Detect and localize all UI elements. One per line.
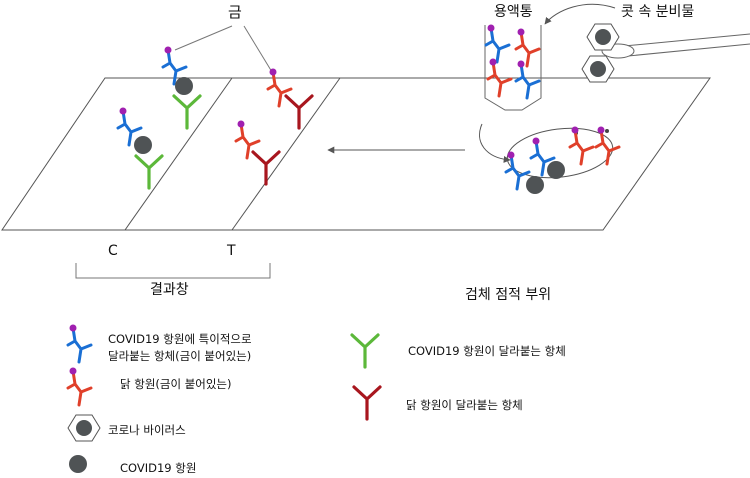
result-window-divider-mid: [231, 77, 341, 231]
c-line-covid-antigen: [175, 77, 193, 95]
nasal-secretion-label: 콧 속 분비물: [621, 4, 695, 20]
test-line-label: T: [227, 243, 236, 259]
legend-covid-gold-antibody-line2: 달라붙는 항체(금이 붙어있는): [108, 349, 252, 363]
gold-particle: [597, 126, 605, 134]
control-line-label: C: [108, 243, 118, 259]
legend-antigen-icon: [69, 455, 87, 473]
legend-chicken-capture-antibody: 닭 항원이 달라붙는 항체: [406, 398, 523, 412]
mixture-dot: [605, 129, 609, 133]
t-line-capture-antibody: [251, 150, 281, 186]
tube-detector-antibody: [514, 62, 541, 100]
sample-chicken-antigen: [568, 128, 595, 166]
virus-core: [590, 61, 606, 77]
legend-covid-gold-antibody: COVID19 항원에 특이적으로 달라붙는 항체(금이 붙어있는): [108, 331, 252, 365]
gold-particle: [487, 24, 495, 32]
test-strip: [1, 77, 711, 231]
legend-detector-antibody-icon: [66, 326, 93, 364]
sample-chicken-antigen: [594, 128, 621, 166]
legend-darkred-antibody-icon: [352, 385, 382, 421]
legend-chicken-antigen: 닭 항원(금이 붙어있는): [120, 377, 232, 391]
gold-particle: [532, 137, 540, 145]
tube-to-sample-arrow: [479, 123, 511, 163]
legend-green-antibody-icon: [350, 333, 380, 369]
swab-stick: [623, 33, 750, 57]
gold-particle: [507, 151, 515, 159]
tube-chicken-antigen: [486, 60, 513, 98]
virus-core: [595, 29, 611, 45]
t-line-chicken-antigen: [266, 70, 293, 108]
sample-detector-antibody: [529, 139, 556, 177]
gold-particle: [517, 28, 525, 36]
sample-detector-antibody: [504, 153, 531, 191]
gold-pointer-line: [174, 25, 233, 51]
legend-covid-gold-antibody-line1: COVID19 항원에 특이적으로: [108, 332, 252, 346]
sample-covid-antigen: [547, 161, 565, 179]
gold-particle: [69, 324, 77, 332]
result-window-bracket: [75, 263, 271, 279]
sample-mixture-ellipse: [506, 127, 614, 179]
gold-particle: [517, 60, 525, 68]
tube-detector-antibody: [484, 26, 511, 64]
legend-covid-capture-antibody: COVID19 항원이 달라붙는 항체: [408, 344, 566, 358]
sample-covid-antigen: [526, 176, 544, 194]
gold-label: 금: [228, 3, 242, 21]
t-line-capture-antibody: [284, 94, 314, 130]
swab-to-tube-arrow: [544, 3, 616, 25]
c-line-detector-antibody: [161, 48, 188, 86]
solution-tube-label: 용액통: [494, 4, 533, 20]
sample-pad-label: 검체 점적 부위: [465, 287, 552, 303]
gold-particle: [571, 126, 579, 134]
gold-particle: [489, 58, 497, 66]
legend-covid-antigen: COVID19 항원: [120, 461, 197, 475]
c-line-capture-antibody: [134, 154, 164, 190]
virus-core: [76, 420, 92, 436]
c-line-detector-antibody: [116, 109, 143, 147]
solution-tube: [484, 25, 542, 111]
tube-chicken-antigen: [514, 30, 541, 68]
gold-particle: [164, 46, 172, 54]
legend-corona-virus: 코로나 바이러스: [108, 423, 186, 437]
t-line-chicken-antigen: [234, 122, 261, 160]
gold-particle: [69, 367, 77, 375]
result-window-divider-left: [124, 77, 233, 231]
gold-particle: [269, 68, 277, 76]
gold-pointer-line: [243, 25, 273, 73]
c-line-capture-antibody: [172, 94, 202, 130]
gold-particle: [119, 107, 127, 115]
c-line-covid-antigen: [134, 136, 152, 154]
legend-chicken-antigen-icon: [66, 369, 93, 407]
gold-particle: [237, 120, 245, 128]
result-window-label: 결과창: [150, 282, 189, 298]
